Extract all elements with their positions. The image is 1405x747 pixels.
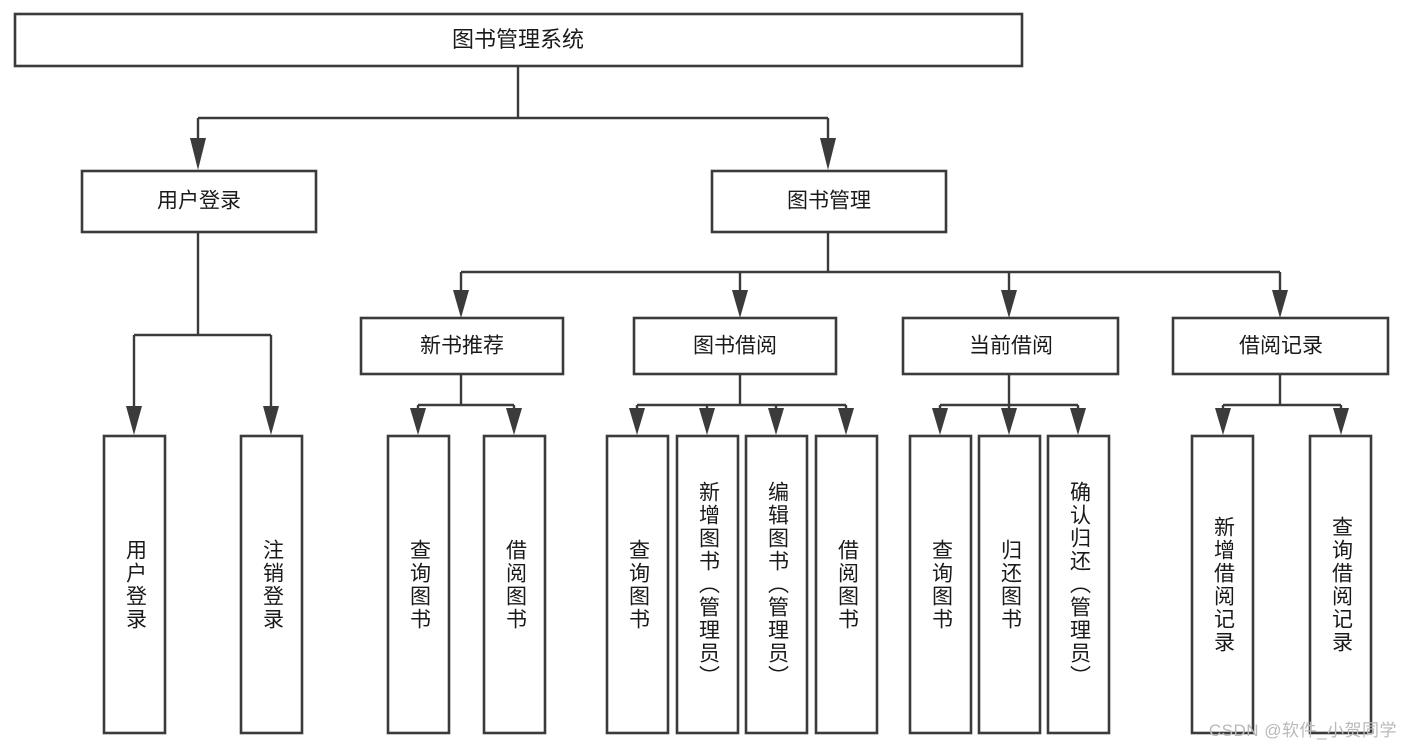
leaf-box-user-login[interactable] [102,434,167,735]
book-management-label: 图书管理 [787,190,871,213]
arrow-head-nb-leaf-0 [410,408,426,435]
arrow-head-bb-leaf-2 [768,408,784,435]
arrow-head-book-borrow [732,290,748,318]
leaf-box-bb-borrow-book[interactable] [814,434,879,735]
arrow-head-nb-leaf-1 [506,408,522,435]
arrow-head-borrow-record [1272,290,1288,318]
user-login-label: 用户登录 [157,190,241,213]
leaf-box-bb-query-book[interactable] [605,434,670,735]
arrow-head-user-login [190,138,206,170]
node-book-borrow[interactable]: 图书借阅 [632,316,838,376]
arrow-head-br-leaf-1 [1333,408,1349,435]
csdn-watermark: CSDN @软件_小贺同学 [1208,721,1397,740]
leaf-box-nb-query-book[interactable] [386,434,451,735]
root-box[interactable] [13,12,1024,68]
connector-new-book-to-leaves [410,374,522,435]
node-borrow-record[interactable]: 借阅记录 [1171,316,1390,376]
connector-borrow-record-to-leaves [1215,374,1349,435]
arrow-head-leaf-user-login [126,406,142,435]
user-login-box[interactable] [80,169,318,234]
leaf-box-bb-add-book[interactable] [675,434,740,735]
current-borrow-label: 当前借阅 [969,335,1053,358]
leaf-box-cb-query-book[interactable] [908,434,973,735]
arrow-head-bb-leaf-3 [838,408,854,435]
connector-user-login-to-leaves [126,232,279,435]
arrow-head-leaf-logout [263,406,279,435]
connector-current-borrow-to-leaves [932,374,1086,435]
leaf-box-nb-borrow-book[interactable] [482,434,547,735]
arrow-head-cb-leaf-1 [1001,408,1017,435]
arrow-head-current-borrow [1001,290,1017,318]
current-borrow-box[interactable] [901,316,1120,376]
leaf-box-logout[interactable] [239,434,304,735]
connector-book-manage-to-level3 [453,232,1288,318]
arrow-head-cb-leaf-2 [1070,408,1086,435]
book-borrow-box[interactable] [632,316,838,376]
new-book-recommend-label: 新书推荐 [420,335,504,358]
leaf-box-bb-edit-book[interactable] [744,434,809,735]
leaf-box-cb-confirm-return[interactable] [1046,434,1111,735]
arrow-head-bb-leaf-1 [699,408,715,435]
new-book-recommend-box[interactable] [359,316,565,376]
leaf-box-cb-return-book[interactable] [977,434,1042,735]
node-book-management[interactable]: 图书管理 [710,169,948,234]
root-label: 图书管理系统 [452,27,584,52]
node-root-book-management-system[interactable]: 图书管理系统 [13,12,1024,68]
book-borrow-label: 图书借阅 [693,335,777,358]
arrow-head-bb-leaf-0 [629,408,645,435]
arrow-head-cb-leaf-0 [932,408,948,435]
arrow-head-br-leaf-0 [1215,408,1231,435]
book-management-box[interactable] [710,169,948,234]
borrow-record-box[interactable] [1171,316,1390,376]
connector-root-to-level2 [190,66,836,170]
node-current-borrow[interactable]: 当前借阅 [901,316,1120,376]
arrow-head-book-manage [820,138,836,170]
node-new-book-recommend[interactable]: 新书推荐 [359,316,565,376]
arrow-head-new-book-recommend [453,290,469,318]
leaf-box-br-add-record[interactable] [1190,434,1255,735]
leaf-box-br-query-record[interactable] [1308,434,1373,735]
node-user-login[interactable]: 用户登录 [80,169,318,234]
connector-book-borrow-to-leaves [629,374,854,435]
borrow-record-label: 借阅记录 [1239,335,1323,358]
